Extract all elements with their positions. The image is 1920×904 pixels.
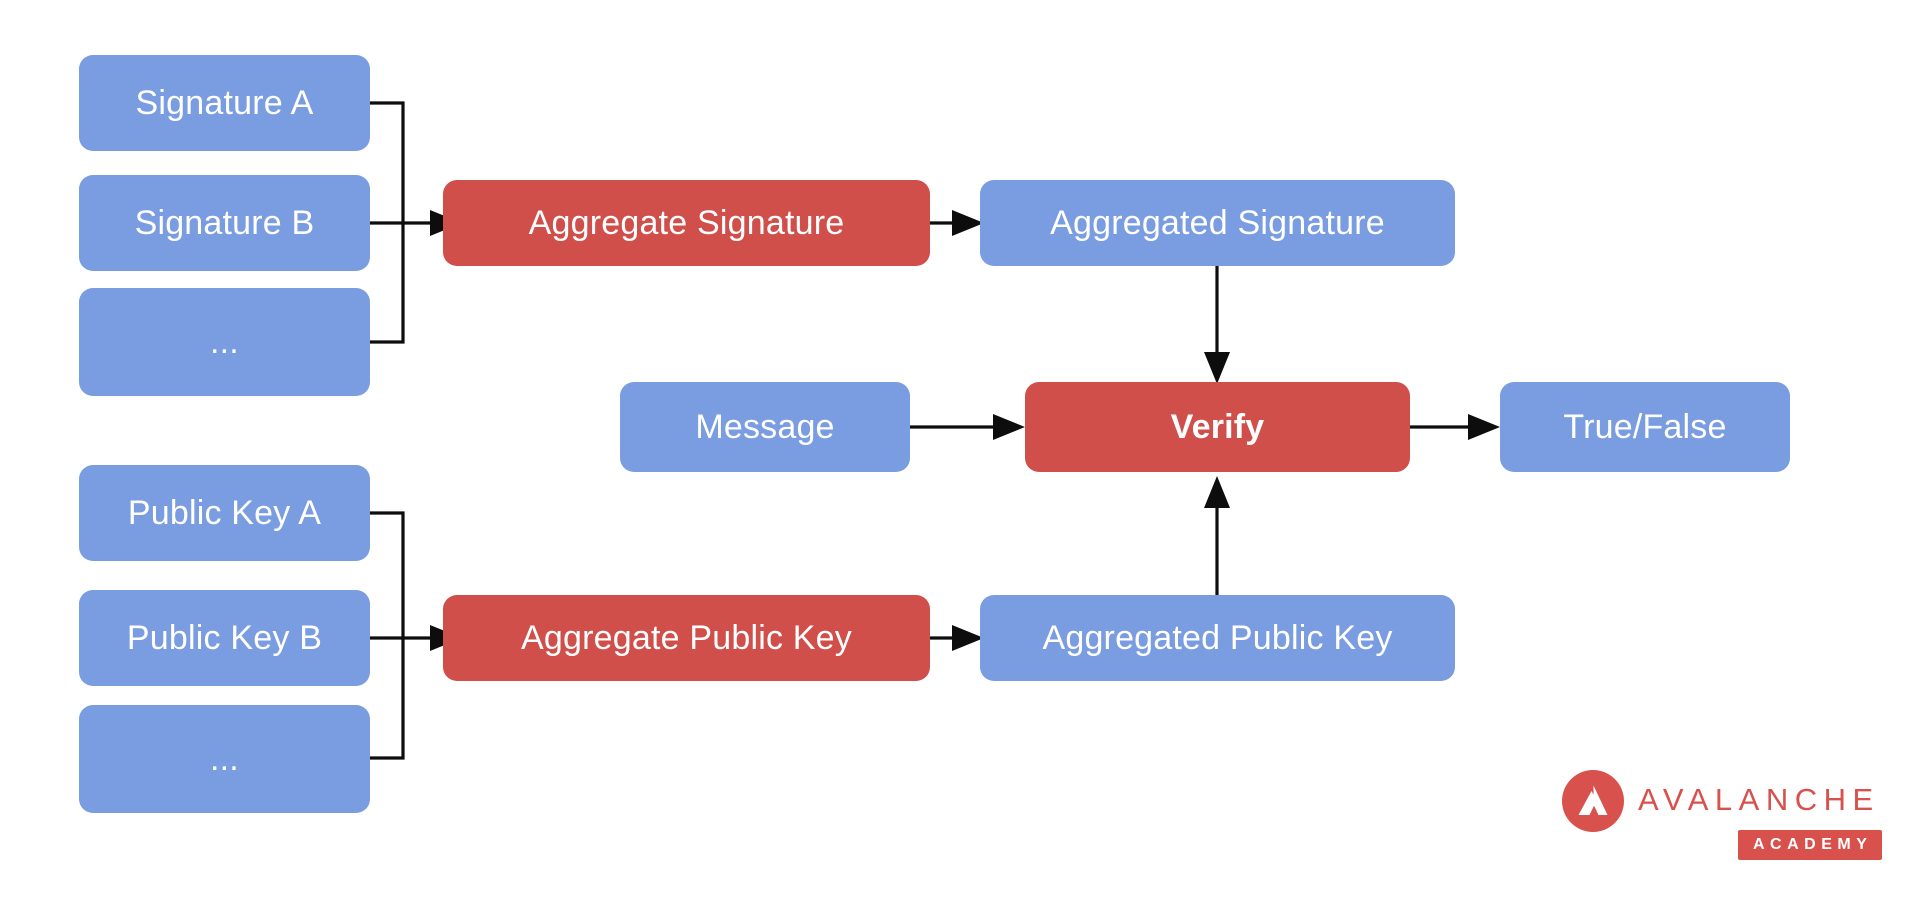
edge-verify-to-result [1410, 414, 1500, 440]
node-public-key-a[interactable]: Public Key A [79, 465, 370, 561]
node-message[interactable]: Message [620, 382, 910, 472]
edge-aggregate-to-aggregated-public-key [930, 625, 984, 651]
logo-academy-badge: ACADEMY [1738, 830, 1883, 860]
arrowhead-to-verify-top [1204, 352, 1230, 384]
node-label: Aggregate Public Key [521, 619, 852, 657]
node-label: Aggregate Signature [528, 204, 845, 242]
node-label: ... [210, 323, 239, 361]
node-label: Verify [1170, 408, 1265, 446]
node-label: Public Key A [127, 494, 322, 532]
node-result-true-false[interactable]: True/False [1500, 382, 1790, 472]
node-label: ... [210, 740, 239, 778]
avalanche-triangle-mark [1562, 770, 1624, 832]
node-aggregated-signature[interactable]: Aggregated Signature [980, 180, 1455, 266]
arrowhead-to-verify-left [993, 414, 1025, 440]
node-label: Aggregated Public Key [1042, 619, 1393, 657]
node-signature-a[interactable]: Signature A [79, 55, 370, 151]
edge-aggregated-signature-to-verify [1204, 265, 1230, 384]
node-signature-more[interactable]: ... [79, 288, 370, 396]
node-public-key-b[interactable]: Public Key B [79, 590, 370, 686]
edge-aggregated-public-key-to-verify [1204, 476, 1230, 595]
node-aggregate-public-key[interactable]: Aggregate Public Key [443, 595, 930, 681]
node-label: Aggregated Signature [1050, 204, 1385, 242]
node-aggregated-public-key[interactable]: Aggregated Public Key [980, 595, 1455, 681]
node-aggregate-signature[interactable]: Aggregate Signature [443, 180, 930, 266]
node-label: Signature B [134, 204, 315, 242]
node-public-key-more[interactable]: ... [79, 705, 370, 813]
arrowhead-to-result [1468, 414, 1500, 440]
node-label: Signature A [135, 84, 314, 122]
node-signature-b[interactable]: Signature B [79, 175, 370, 271]
edge-message-to-verify [910, 414, 1025, 440]
arrowhead-to-verify-bottom [1204, 476, 1230, 508]
node-label: Public Key B [126, 619, 323, 657]
node-label: Message [695, 408, 835, 446]
logo-wordmark: AVALANCHE [1638, 782, 1880, 817]
avalanche-academy-logo: AVALANCHE ACADEMY [1562, 768, 1892, 878]
edge-aggregate-to-aggregated-signature [930, 210, 984, 236]
node-label: True/False [1563, 408, 1727, 446]
node-verify[interactable]: Verify [1025, 382, 1410, 472]
